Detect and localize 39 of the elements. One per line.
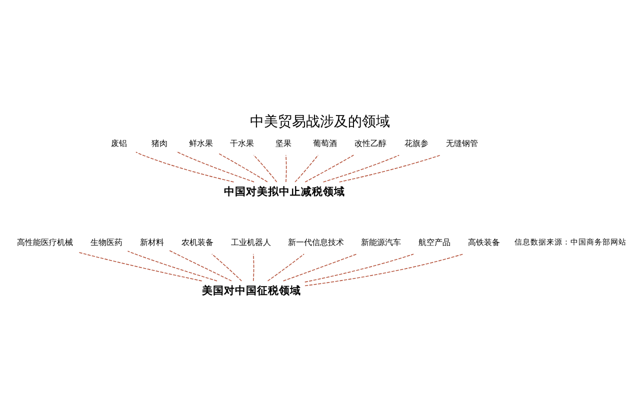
connector <box>176 150 254 182</box>
node-text: 中国对美拟中止减税领域 <box>224 184 346 198</box>
node-text: 新一代信息技术 <box>288 236 344 246</box>
node-text: 干水果 <box>230 137 254 148</box>
connector <box>253 154 278 182</box>
node-text: 改性乙醇 <box>354 137 387 148</box>
connector <box>294 154 318 182</box>
connector <box>322 154 400 182</box>
node-text: 废铝 <box>110 137 127 148</box>
connector <box>212 253 242 281</box>
node-text: 新材料 <box>140 236 164 246</box>
connector <box>127 250 218 281</box>
node-text: 花旗参 <box>404 137 428 148</box>
connector <box>286 154 287 182</box>
node-text: 无缝钢管 <box>446 137 478 148</box>
node-text: 美国对中国征税领域 <box>202 284 302 297</box>
node-text: 坚果 <box>276 137 292 148</box>
node-text: 新能源汽车 <box>361 236 402 246</box>
node-text: 生物医药 <box>90 236 122 246</box>
connector <box>252 253 254 281</box>
node-text: 农机装备 <box>182 236 214 246</box>
connector <box>168 250 232 281</box>
node-text: 工业机器人 <box>230 236 271 246</box>
node-text: 葡萄酒 <box>312 137 337 148</box>
connector <box>218 152 268 182</box>
node-text: 猪肉 <box>152 137 168 148</box>
connector <box>282 253 357 281</box>
connector <box>304 154 354 182</box>
node-text: 高铁装备 <box>468 236 500 246</box>
connector <box>304 253 464 286</box>
connector <box>78 251 202 281</box>
connector <box>267 253 304 281</box>
node-text: 鲜水果 <box>188 137 213 148</box>
diagram-title: 中美贸易战涉及的领域 <box>250 114 390 130</box>
connector <box>304 253 414 282</box>
node-text: 高性能医疗机械 <box>16 236 73 246</box>
connector <box>136 151 234 182</box>
node-text: 航空产品 <box>418 236 450 246</box>
connector <box>338 154 441 182</box>
